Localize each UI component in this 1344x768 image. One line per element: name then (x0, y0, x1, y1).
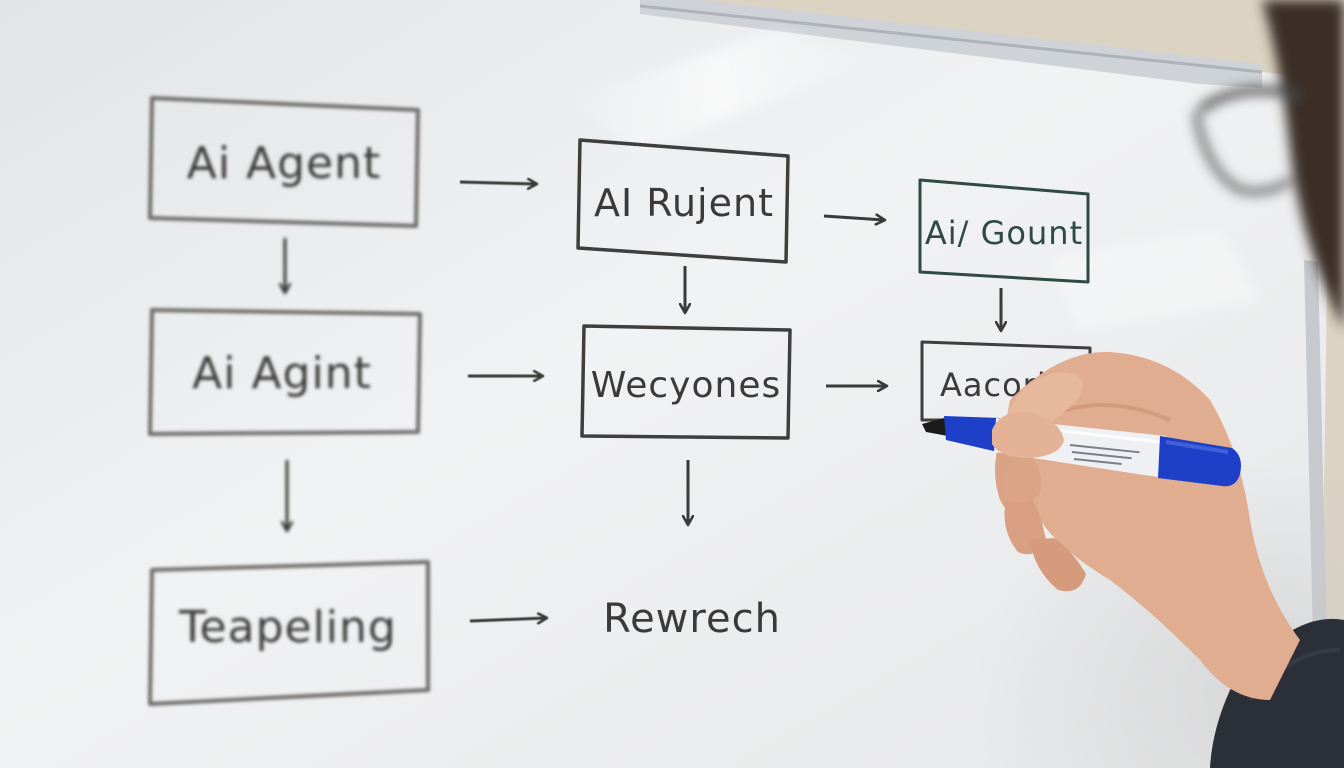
flow-box-2-2-label: Wecyones (591, 365, 781, 406)
arrow-icon (459, 182, 536, 184)
gripping-fingers (992, 411, 1064, 503)
flow-box-1-2 (148, 308, 422, 436)
flow-box-1-1 (148, 96, 420, 228)
column-1: Ai Agent Ai Agint Teapeling (148, 96, 430, 706)
arrow-icon (469, 618, 546, 621)
flow-box-3-1 (918, 178, 1090, 284)
flow-box-2-2 (580, 324, 792, 440)
column-3: Ai/ Gount Aacorl (918, 178, 1092, 422)
flow-box-1-1-label: Ai Agent (187, 138, 382, 189)
arrow-icon (823, 216, 884, 220)
light-glare (560, 30, 880, 150)
flow-box-3-1-label: Ai/ Gount (925, 214, 1083, 252)
flow-box-1-3-label: Teapeling (178, 602, 397, 653)
column-2: AI Rujent Wecyones Rewrech (576, 138, 792, 642)
flow-label-2-3: Rewrech (603, 596, 781, 642)
flow-box-1-3 (148, 560, 430, 706)
arrows-col2-col3 (823, 216, 886, 386)
flow-box-2-1-label: AI Rujent (594, 181, 774, 225)
person-head (1193, 0, 1344, 330)
flow-box-2-1 (576, 138, 790, 264)
arrows-col1-col2 (459, 182, 546, 621)
flow-box-1-2-label: Ai Agint (192, 348, 372, 399)
